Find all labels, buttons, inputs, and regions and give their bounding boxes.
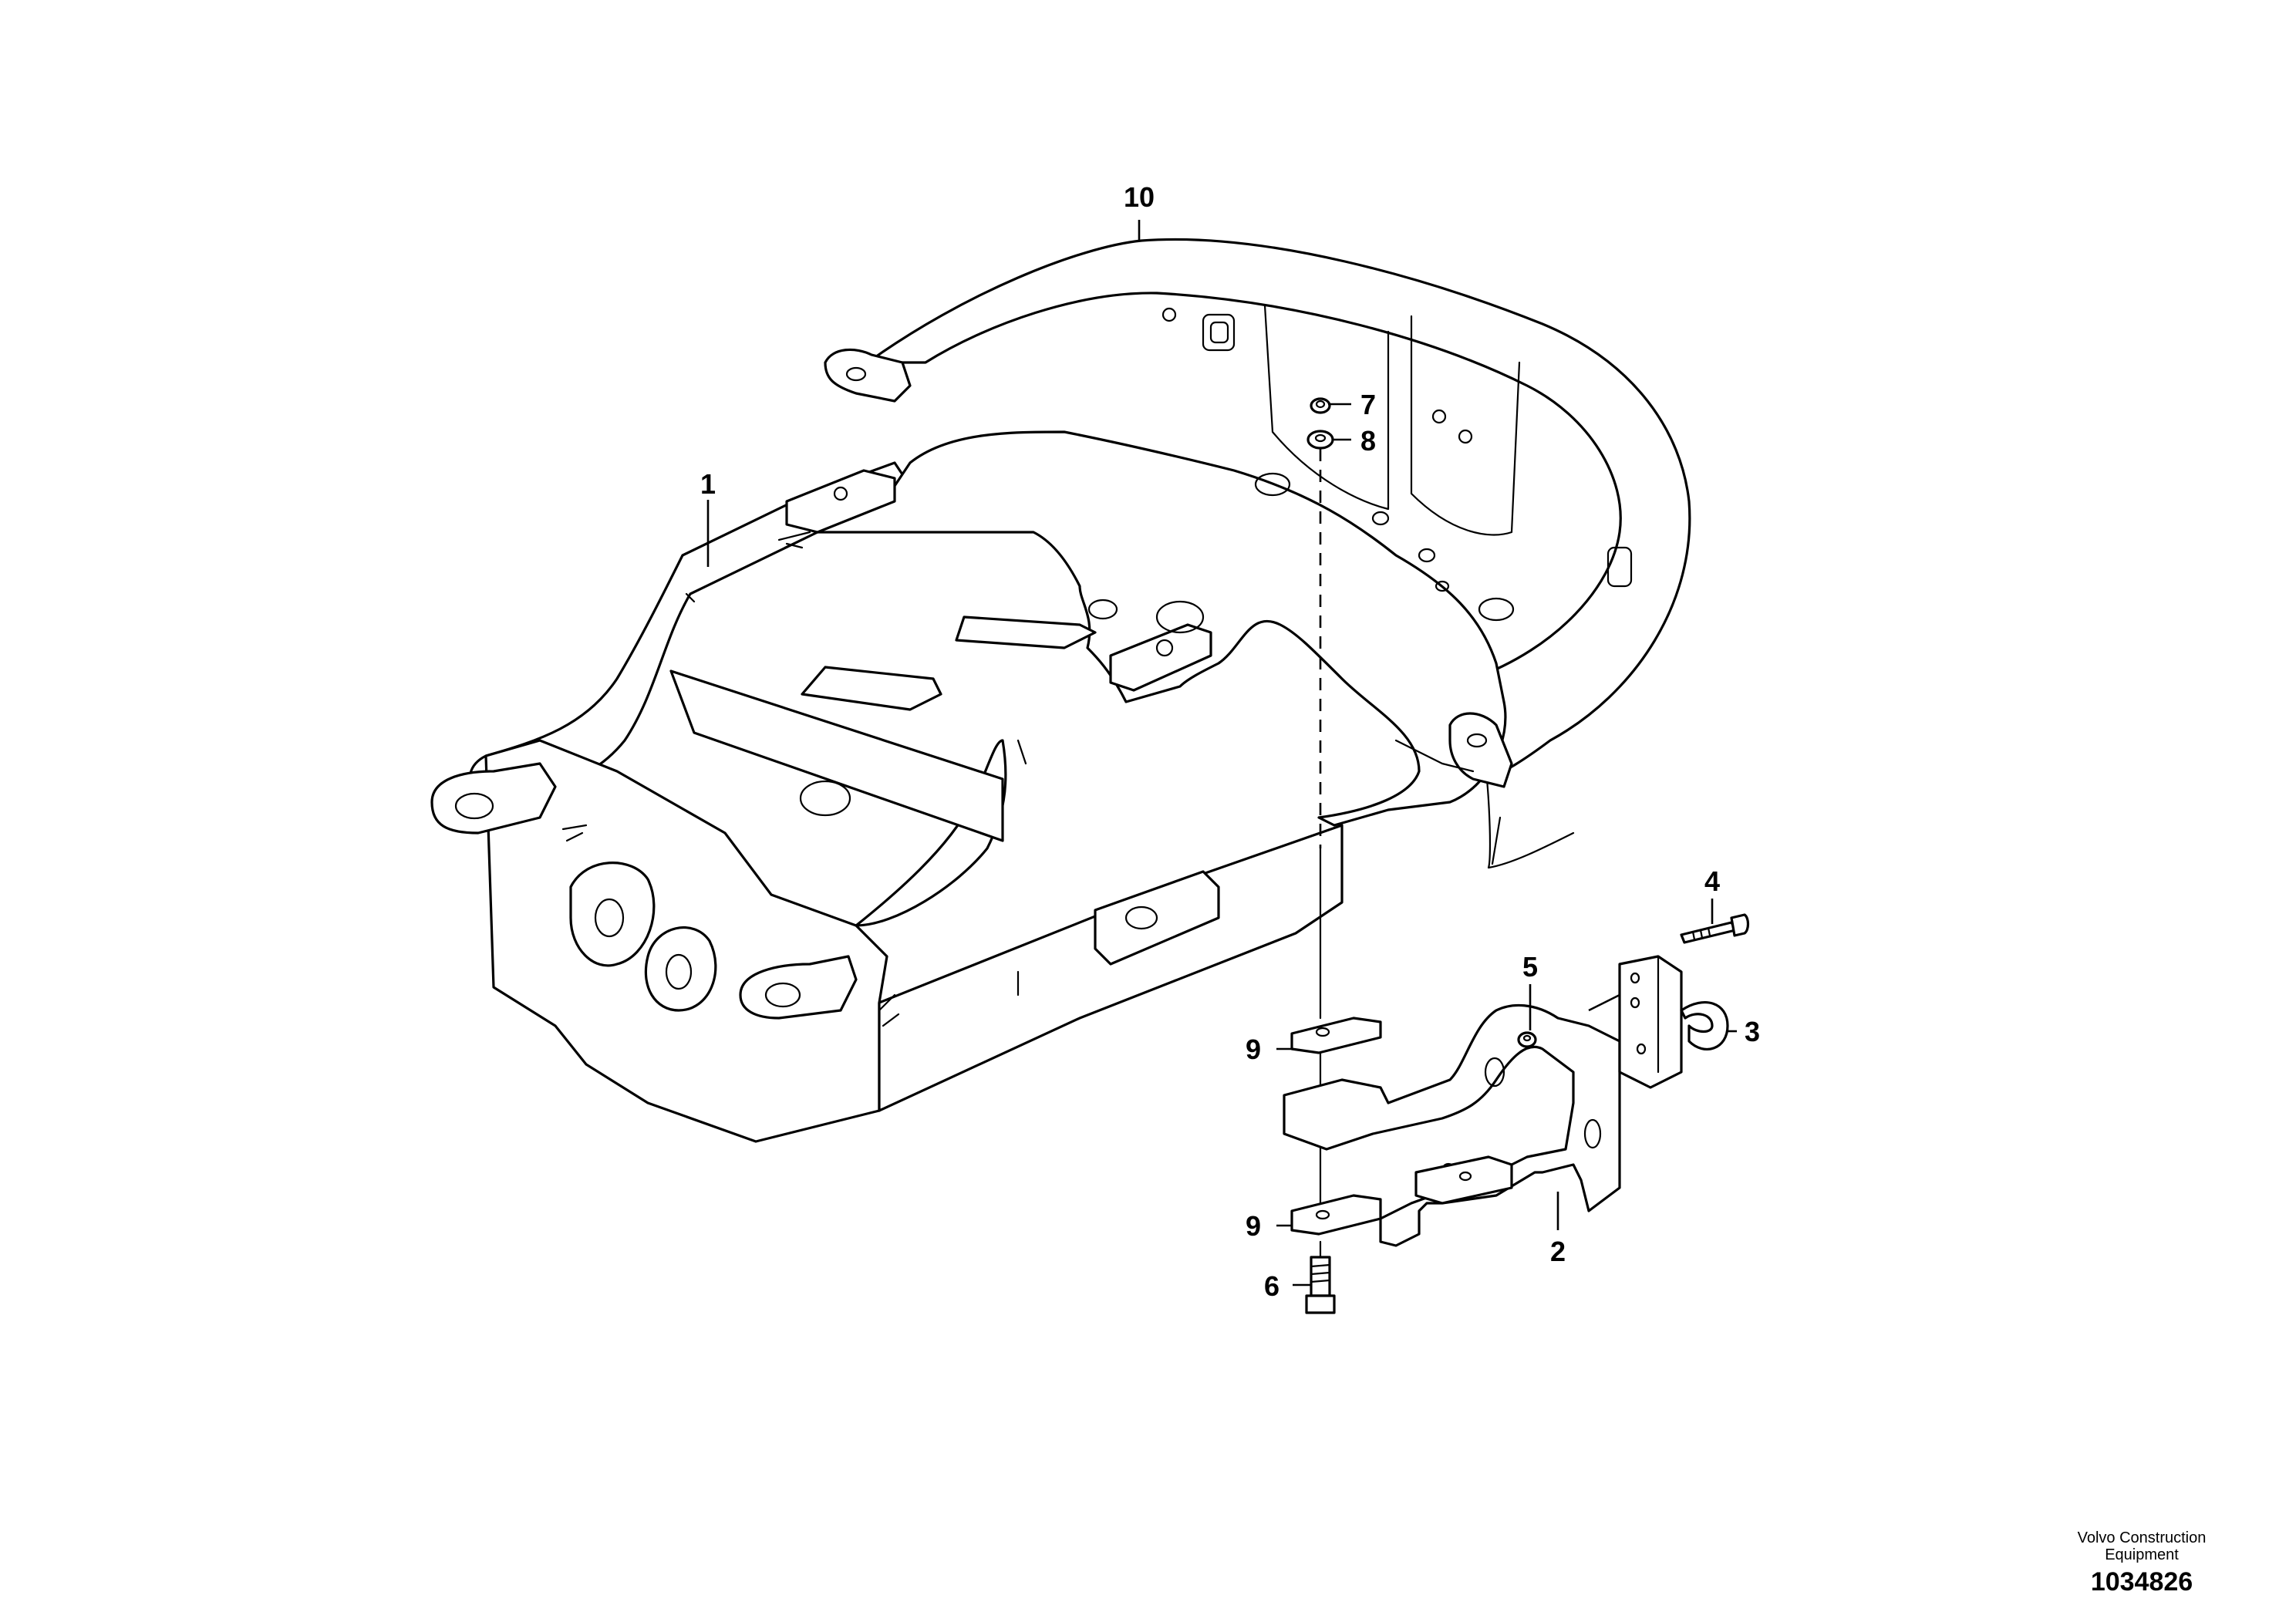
- main-frame: [430, 348, 1515, 1143]
- caption-company-line1: Volvo Construction: [2077, 1529, 2207, 1546]
- callout-8: 8: [1360, 425, 1376, 457]
- callout-7: 7: [1360, 389, 1376, 420]
- caption-company-line2: Equipment: [2105, 1546, 2179, 1563]
- washer-part-8: [1306, 430, 1334, 450]
- nut-part-7: [1310, 397, 1331, 414]
- bolt-part-6: [1305, 1256, 1336, 1314]
- callout-4: 4: [1704, 865, 1720, 897]
- spacer-part-9-lower: [1290, 1194, 1382, 1236]
- callout-3: 3: [1745, 1016, 1760, 1047]
- nut-part-5: [1517, 1031, 1537, 1048]
- callout-5: 5: [1522, 951, 1538, 983]
- leader-lines: [706, 220, 1737, 1286]
- figure-number: 1034826: [2090, 1567, 2193, 1597]
- figure-caption: Volvo Construction Equipment 1034826: [2026, 1529, 2257, 1597]
- bolt-part-4: [1680, 913, 1750, 944]
- counterweight: [866, 238, 1691, 869]
- callout-6: 6: [1264, 1270, 1279, 1302]
- callout-9-upper: 9: [1246, 1034, 1261, 1065]
- callout-10: 10: [1124, 181, 1155, 213]
- callout-9-lower: 9: [1246, 1210, 1261, 1242]
- towing-bracket-part-2: [1283, 1003, 1621, 1247]
- tow-hook-part-3: [1588, 955, 1729, 1089]
- spacer-part-9-upper: [1290, 1017, 1382, 1054]
- callout-1: 1: [700, 468, 716, 500]
- callout-2: 2: [1550, 1236, 1566, 1267]
